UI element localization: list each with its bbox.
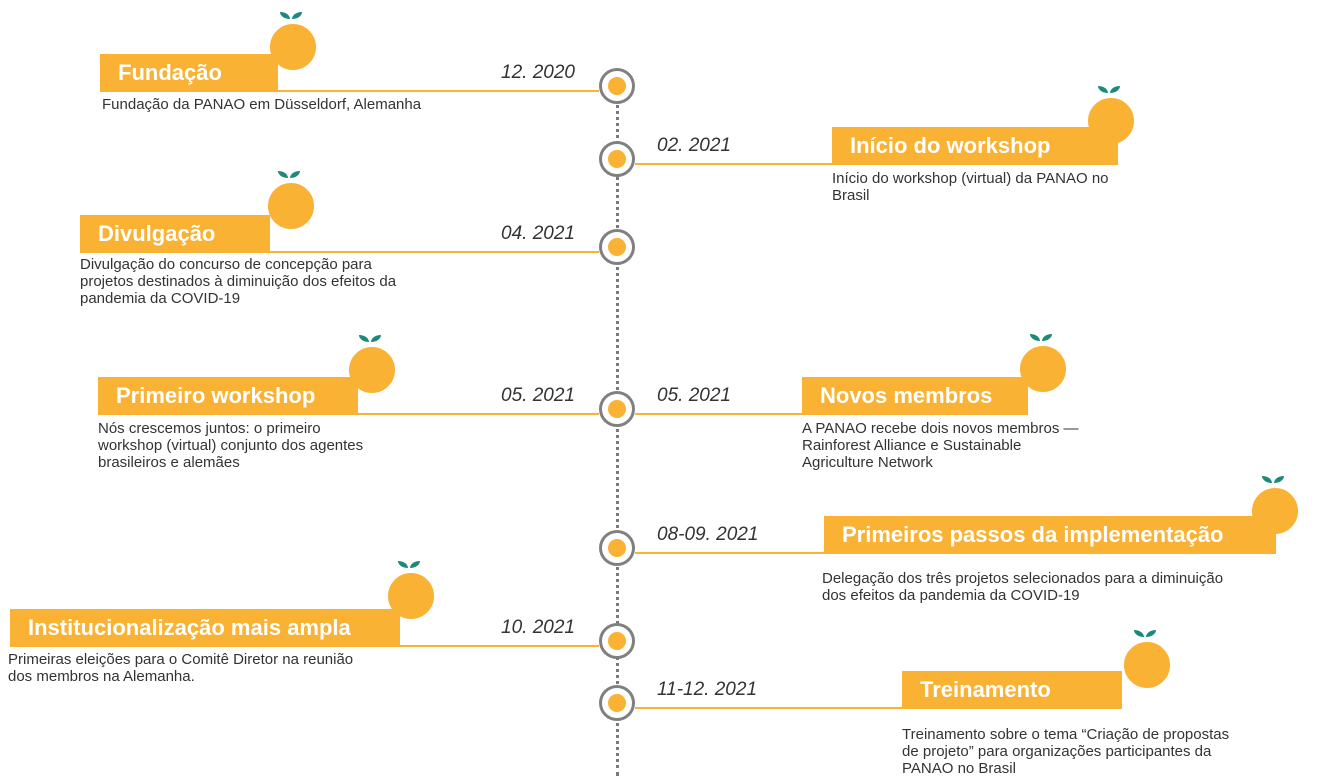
leaf-icon [398, 561, 408, 568]
event-date: 12. 2020 [501, 62, 575, 83]
event-title: Divulgação [80, 215, 270, 253]
node-dot [608, 400, 626, 418]
timeline-node [599, 68, 635, 104]
timeline-node [599, 391, 635, 427]
event-description: Treinamento sobre o tema “Criação de pro… [902, 726, 1230, 777]
event-date: 10. 2021 [501, 617, 575, 638]
leaf-icon [1110, 86, 1120, 93]
orange-fruit-icon [266, 181, 316, 231]
event-description: Nós crescemos juntos: o primeiro worksho… [98, 420, 364, 471]
orange-fruit-icon [386, 571, 436, 621]
node-dot [608, 694, 626, 712]
event-description: A PANAO recebe dois novos membros — Rain… [802, 420, 1079, 471]
event-description: Início do workshop (virtual) da PANAO no… [832, 170, 1109, 204]
timeline-node [599, 530, 635, 566]
event-title: Novos membros [802, 377, 1028, 415]
timeline-node [599, 229, 635, 265]
connector-line [635, 163, 832, 165]
event-title: Primeiros passos da implementação [824, 516, 1276, 554]
connector-line [635, 552, 824, 554]
leaf-icon [280, 12, 290, 19]
leaf-icon [1134, 630, 1144, 637]
node-dot [608, 238, 626, 256]
event-date: 05. 2021 [657, 385, 731, 406]
event-title: Institucionalização mais ampla [10, 609, 400, 647]
leaf-icon [1274, 476, 1284, 483]
event-title: Início do workshop [832, 127, 1118, 165]
leaf-icon [1146, 630, 1156, 637]
event-title: Fundação [100, 54, 278, 92]
event-description: Delegação dos três projetos selecionados… [822, 570, 1224, 604]
event-description: Primeiras eleições para o Comitê Diretor… [8, 651, 354, 685]
leaf-icon [410, 561, 420, 568]
timeline-node [599, 623, 635, 659]
leaf-icon [1042, 334, 1052, 341]
leaf-icon [1030, 334, 1040, 341]
event-date: 11-12. 2021 [657, 679, 758, 700]
connector-line [635, 707, 902, 709]
node-dot [608, 77, 626, 95]
orange-fruit-icon [1122, 640, 1172, 690]
orange-fruit-icon [347, 345, 397, 395]
leaf-icon [371, 335, 381, 342]
leaf-icon [1262, 476, 1272, 483]
event-description: Fundação da PANAO em Düsseldorf, Alemanh… [102, 96, 422, 113]
leaf-icon [292, 12, 302, 19]
node-dot [608, 539, 626, 557]
event-date: 02. 2021 [657, 135, 731, 156]
timeline-node [599, 141, 635, 177]
event-description: Divulgação do concurso de concepção para… [80, 256, 397, 307]
connector-line [278, 90, 599, 92]
leaf-icon [359, 335, 369, 342]
connector-line [635, 413, 802, 415]
connector-line [400, 645, 599, 647]
connector-line [270, 251, 599, 253]
leaf-icon [1098, 86, 1108, 93]
event-date: 08-09. 2021 [657, 524, 759, 545]
event-title: Primeiro workshop [98, 377, 358, 415]
timeline-node [599, 685, 635, 721]
leaf-icon [278, 171, 288, 178]
timeline-axis [616, 86, 619, 776]
event-title: Treinamento [902, 671, 1122, 709]
event-date: 05. 2021 [501, 385, 575, 406]
node-dot [608, 632, 626, 650]
leaf-icon [290, 171, 300, 178]
event-date: 04. 2021 [501, 223, 575, 244]
node-dot [608, 150, 626, 168]
connector-line [358, 413, 599, 415]
